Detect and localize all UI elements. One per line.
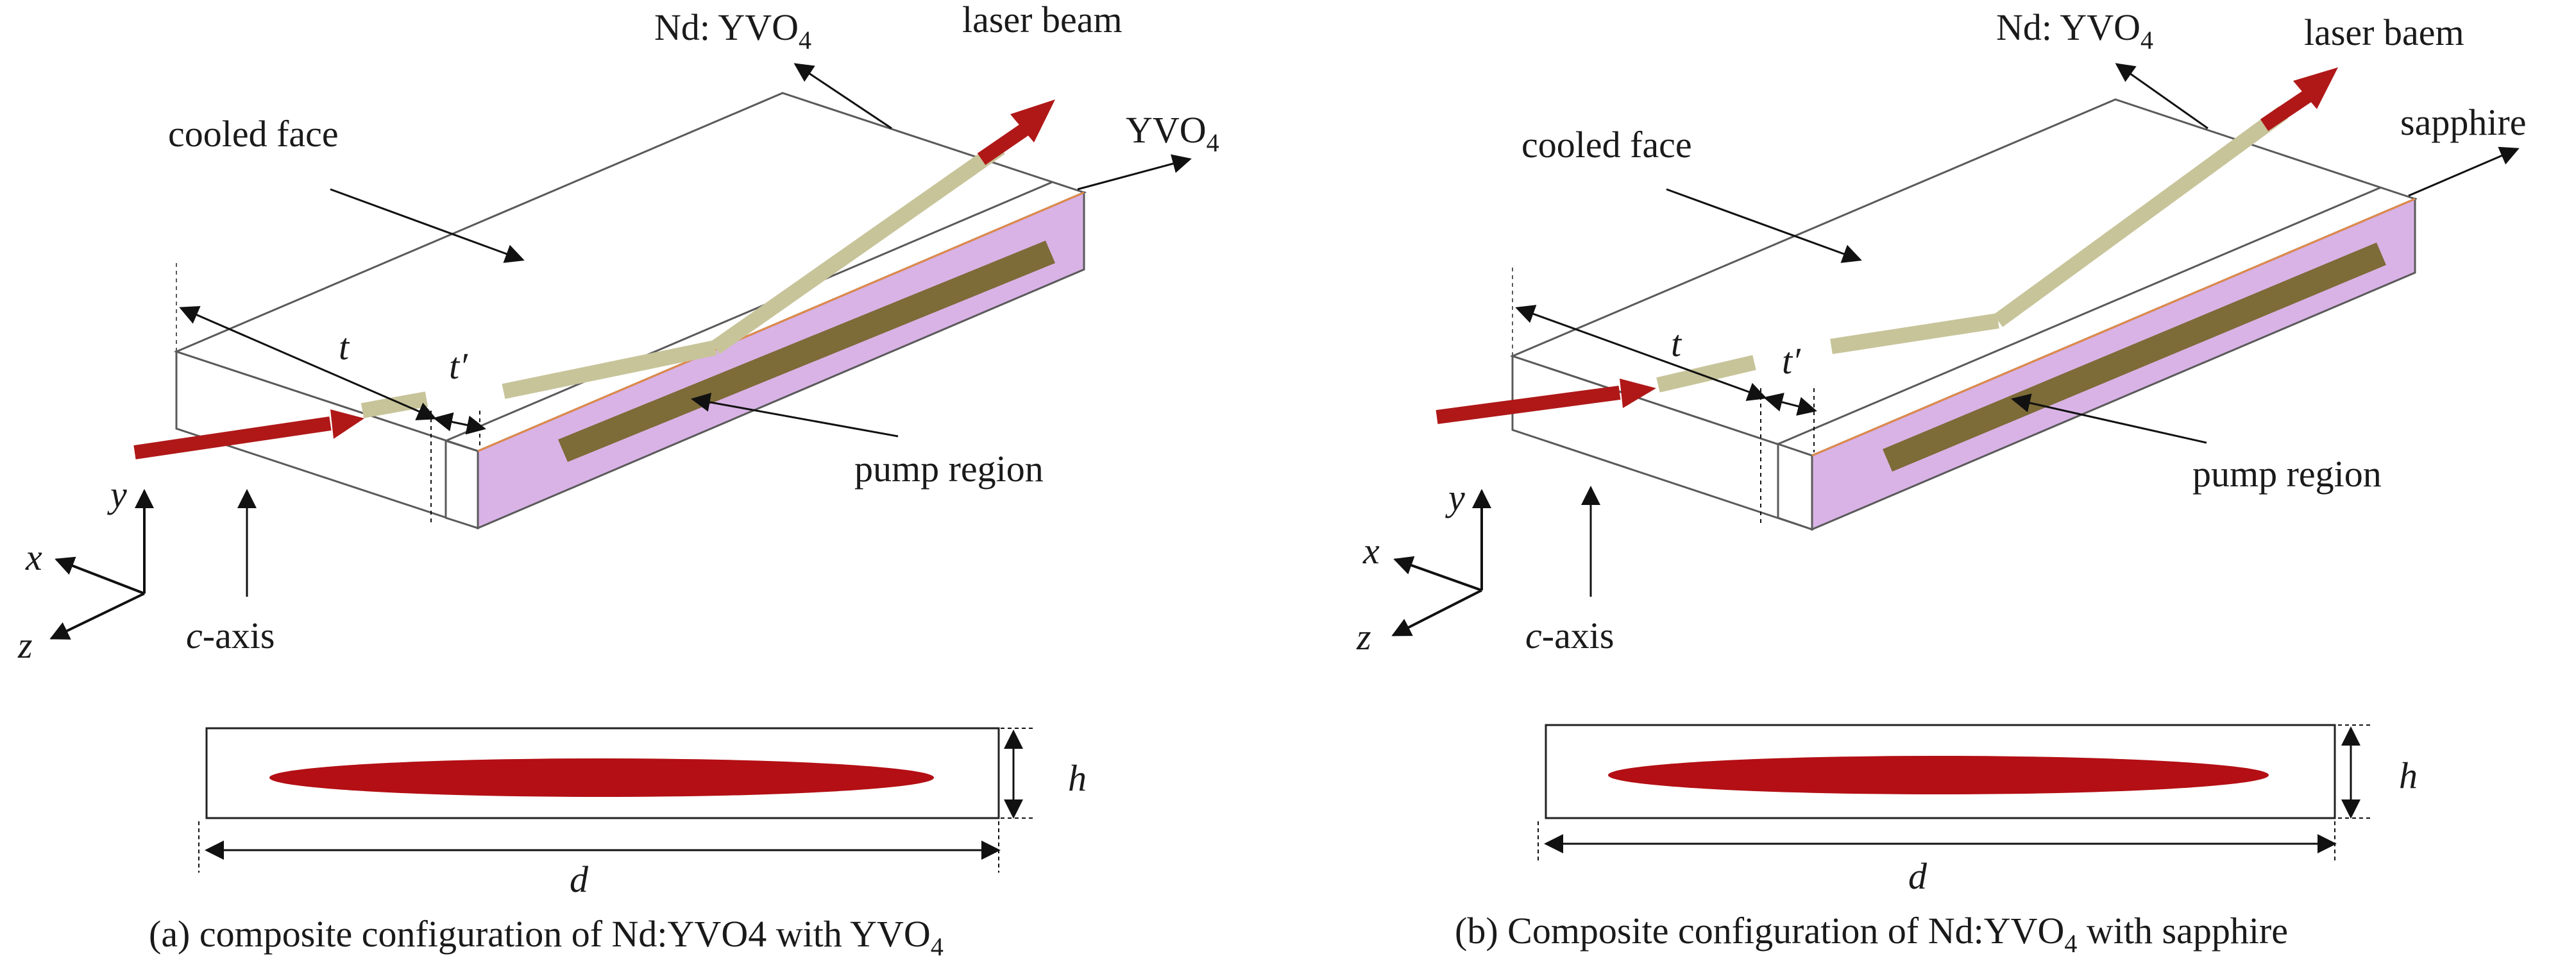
z-axis-label: z [17,624,33,666]
x-axis [55,556,145,595]
pump-region-bar [1883,243,2386,472]
x-axis-label: x [25,536,42,578]
cladding-leader [2408,146,2520,197]
cladding-front-face [445,439,479,530]
panel-b: Nd: YVO4 laser baem sapphire cooled face… [1356,6,2527,958]
c-axis-label: c-axis [1525,615,1614,656]
cooled-face-label: cooled face [1521,124,1692,166]
t-label: t [1671,323,1682,364]
t-prime-label: t′ [1782,340,1801,382]
gain-crystal-label: Nd: YVO4 [1996,6,2153,55]
coordinate-axes [1391,489,1491,637]
cross-section [198,727,1036,873]
panel-a-caption: (a) composite configuration of Nd:YVO4 w… [149,913,944,961]
cooled-face-label: cooled face [168,113,339,155]
panel-b-caption: (b) Composite configuration of Nd:YVO4 w… [1455,910,2288,958]
bond-line [445,181,1053,442]
d-label: d [570,859,589,900]
output-laser-arrow [2260,67,2338,132]
gain-crystal-label: Nd: YVO4 [654,6,811,55]
cladding-front-face [1777,442,1813,531]
t-label: t [339,326,350,368]
x-axis-label: x [1362,530,1380,572]
beam-ellipse [1608,756,2269,794]
cladding-orange-edge [1811,198,2416,457]
cooled-leader [1666,188,1862,263]
cladding-orange-edge [477,191,1085,452]
z-axis-label: z [1356,616,1371,658]
t-prime-label: t′ [449,345,468,387]
coordinate-axes [49,489,154,640]
y-axis-label: y [107,474,127,515]
cladding-leader [1077,154,1192,191]
h-label: h [2399,755,2418,796]
leader-arrows [1581,63,2520,597]
thickness-dimensions [179,305,486,523]
pump-leader [2011,393,2207,444]
output-laser-arrow [977,99,1055,166]
cladding-label: YVO4 [1126,109,1219,157]
y-axis-label: y [1445,477,1465,518]
beam-ellipse [269,758,934,797]
pump-region-label: pump region [854,448,1044,490]
x-axis [1393,556,1482,592]
cross-section [1538,724,2373,863]
pump-region-label: pump region [2192,453,2382,495]
laser-beam-label: laser beam [962,0,1123,40]
leader-arrows [237,63,1192,597]
z-axis [1391,589,1482,637]
cladding-label: sapphire [2400,101,2527,143]
panel-a: Nd: YVO4 laser beam YVO4 cooled face t t… [17,0,1219,961]
cooled-leader [330,188,525,263]
h-label: h [1068,757,1087,799]
gain-leader [793,63,892,130]
pump-leader [691,393,899,438]
laser-beam-label: laser baem [2304,12,2464,53]
gain-leader [2115,63,2208,130]
c-axis-label: c-axis [186,615,275,656]
bond-line [1777,186,2382,445]
pump-region-bar [558,241,1055,462]
d-label: d [1908,855,1928,897]
thickness-dimensions [1515,305,1817,523]
z-axis [49,592,145,640]
